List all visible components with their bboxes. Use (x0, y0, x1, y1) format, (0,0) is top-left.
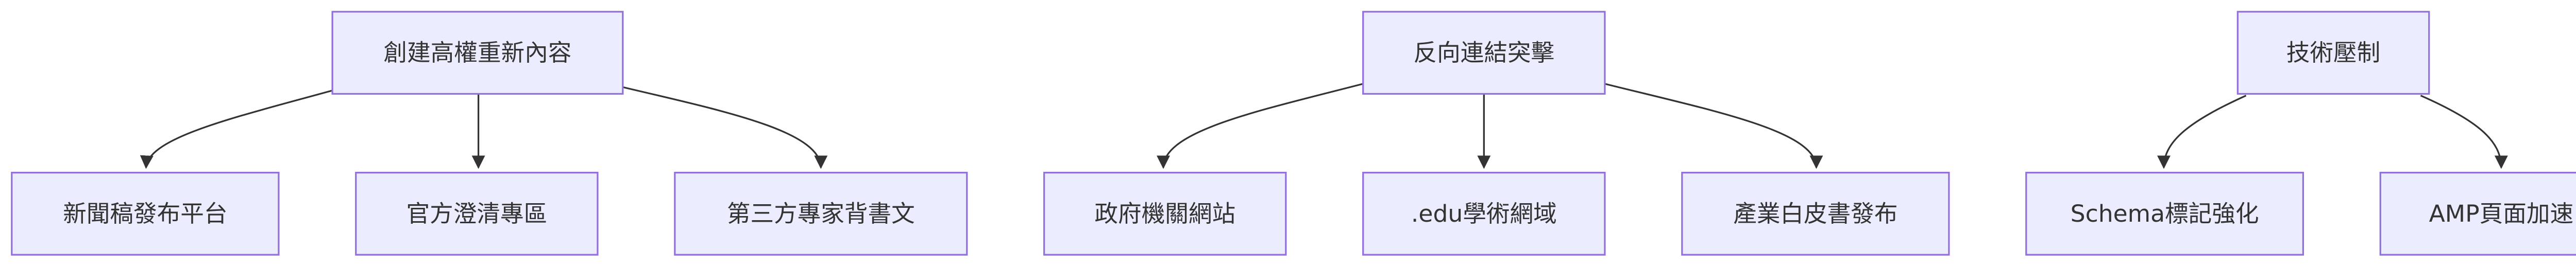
node-label: 產業白皮書發布 (1733, 200, 1897, 227)
node-industry-whitepaper: 產業白皮書發布 (1681, 171, 1950, 256)
edge-create-to-expert (622, 86, 828, 169)
node-label: 政府機關網站 (1094, 200, 1235, 227)
node-label: AMP頁面加速 (2429, 200, 2574, 227)
node-label: 反向連結突擊 (1414, 39, 1555, 66)
edge-backlink-to-whitepaper (1604, 83, 1823, 169)
edges (140, 83, 2508, 169)
edge-backlink-to-gov (1157, 83, 1364, 169)
node-technical-suppression: 技術壓制 (2236, 11, 2430, 95)
node-schema-markup: Schema標記強化 (2025, 171, 2304, 256)
node-label: 技術壓制 (2286, 39, 2380, 66)
node-amp-acceleration: AMP頁面加速 (2379, 171, 2576, 256)
edge-tech-to-amp (2420, 95, 2508, 169)
node-edu-domains: .edu學術網域 (1362, 171, 1606, 256)
node-official-clarification: 官方澄清專區 (355, 171, 599, 256)
node-press-release: 新聞稿發布平台 (11, 171, 280, 256)
node-label: 新聞稿發布平台 (63, 200, 227, 227)
edge-tech-to-schema (2157, 95, 2247, 169)
node-label: 官方澄清專區 (406, 200, 548, 227)
node-backlink-assault: 反向連結突擊 (1362, 11, 1606, 95)
node-expert-endorsement: 第三方專家背書文 (674, 171, 968, 256)
node-label: Schema標記強化 (2071, 200, 2259, 227)
edge-create-to-press (140, 90, 333, 169)
node-government-sites: 政府機關網站 (1043, 171, 1287, 256)
node-label: 創建高權重新內容 (384, 39, 572, 66)
node-label: .edu學術網域 (1411, 200, 1557, 227)
node-label: 第三方專家背書文 (727, 200, 915, 227)
node-create-content: 創建高權重新內容 (331, 11, 624, 95)
